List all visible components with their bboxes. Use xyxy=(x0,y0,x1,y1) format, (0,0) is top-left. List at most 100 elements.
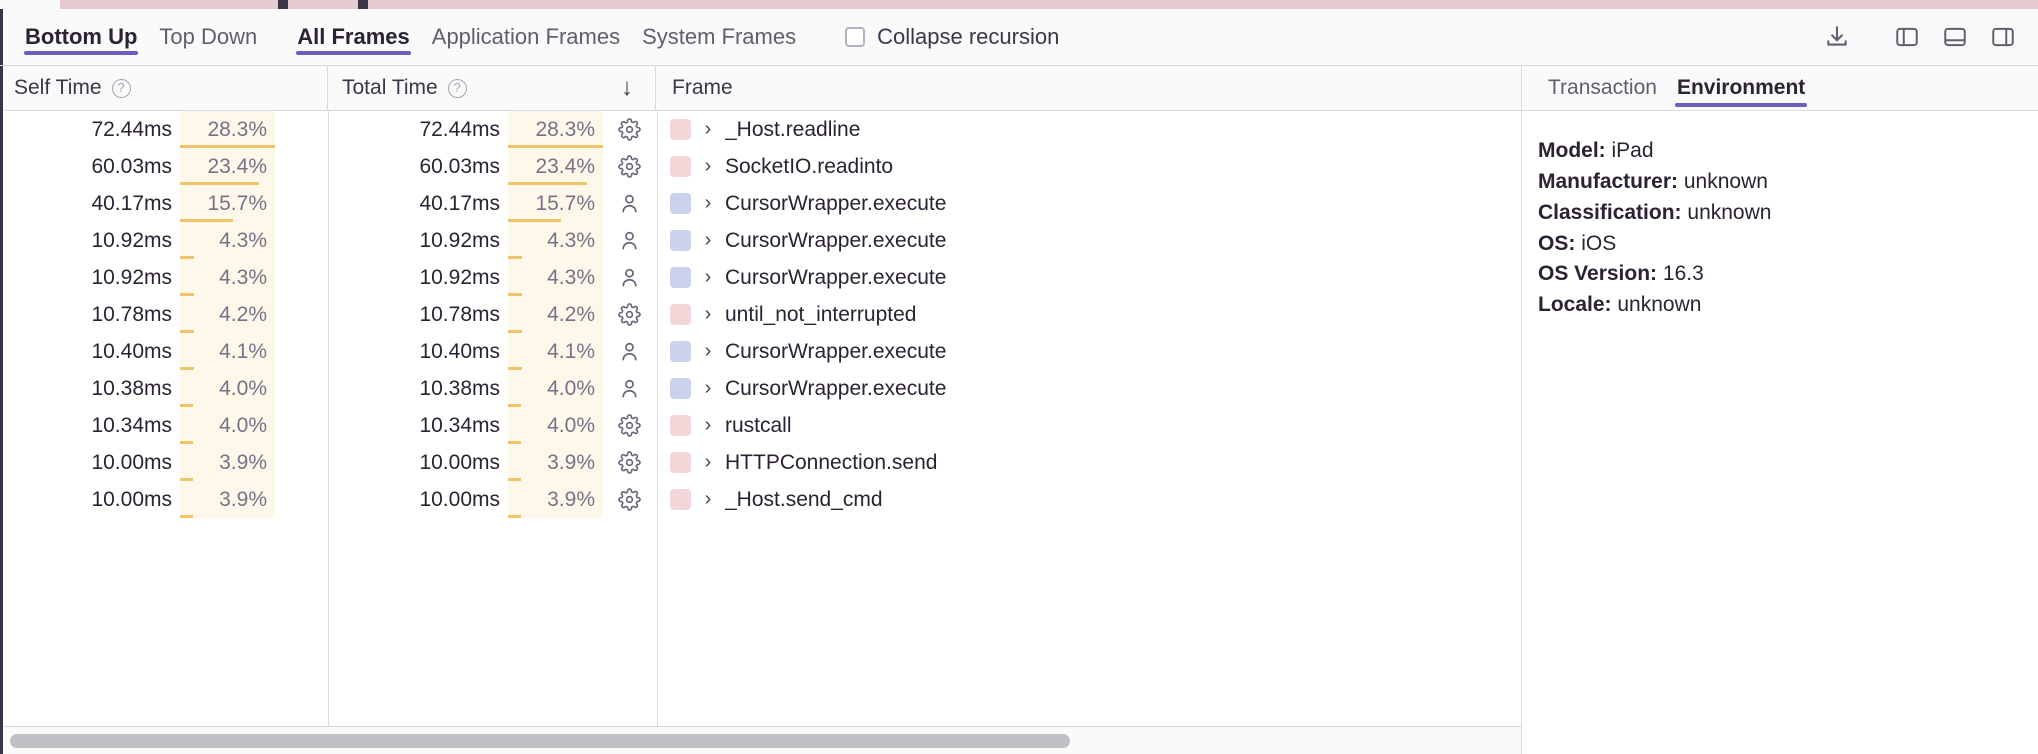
total-time-percent: 4.3% xyxy=(508,222,603,259)
frame-cell[interactable]: › CursorWrapper.execute xyxy=(656,333,1521,370)
frame-name: CursorWrapper.execute xyxy=(725,376,947,400)
tab-bottom-up[interactable]: Bottom Up xyxy=(14,9,148,65)
environment-field: Classification: unknown xyxy=(1538,198,2038,229)
flamegraph-strip[interactable] xyxy=(0,0,2038,9)
person-icon[interactable] xyxy=(603,185,656,222)
self-time-percent: 4.0% xyxy=(180,407,275,444)
tab-system-frames[interactable]: System Frames xyxy=(631,9,807,65)
left-accent-rule xyxy=(0,9,3,65)
tab-environment[interactable]: Environment xyxy=(1667,66,1815,110)
expand-chevron-icon[interactable]: › xyxy=(704,192,712,214)
person-icon[interactable] xyxy=(603,259,656,296)
total-time-value: 10.92ms xyxy=(419,265,500,289)
total-percent-bar xyxy=(508,441,521,444)
self-time-percent: 3.9% xyxy=(180,444,275,481)
expand-chevron-icon[interactable]: › xyxy=(704,340,712,362)
tab-application-frames[interactable]: Application Frames xyxy=(421,9,631,65)
self-time-percent: 4.1% xyxy=(180,333,275,370)
layout-bottom-panel-icon[interactable] xyxy=(1936,18,1974,56)
table-header-row: Self Time ? Total Time ? ↓ Frame xyxy=(0,66,1521,111)
help-icon[interactable]: ? xyxy=(447,78,467,98)
self-time-value: 10.78ms xyxy=(91,302,172,326)
expand-chevron-icon[interactable]: › xyxy=(704,266,712,288)
expand-chevron-icon[interactable]: › xyxy=(704,451,712,473)
layout-left-sidebar-icon[interactable] xyxy=(1888,18,1926,56)
self-time-percent: 15.7% xyxy=(180,185,275,222)
help-icon[interactable]: ? xyxy=(111,78,131,98)
gear-icon[interactable] xyxy=(603,296,656,333)
frame-color-swatch xyxy=(670,230,691,251)
gear-icon[interactable] xyxy=(603,148,656,185)
person-icon[interactable] xyxy=(603,333,656,370)
layout-right-sidebar-icon[interactable] xyxy=(1984,18,2022,56)
download-icon[interactable] xyxy=(1818,18,1856,56)
frame-cell[interactable]: ›CursorWrapper.execute xyxy=(656,185,1521,222)
frame-name: CursorWrapper.execute xyxy=(725,339,947,363)
frame-cell[interactable]: › CursorWrapper.execute xyxy=(656,222,1521,259)
collapse-recursion-toggle[interactable]: Collapse recursion xyxy=(839,9,1065,65)
toolbar-spacer xyxy=(1065,9,1818,65)
gear-icon[interactable] xyxy=(603,111,656,148)
person-icon[interactable] xyxy=(603,370,656,407)
gear-icon[interactable] xyxy=(603,481,656,518)
frame-color-swatch xyxy=(670,193,691,214)
self-column-spacer xyxy=(275,481,328,518)
frame-cell[interactable]: ›_Host.readline xyxy=(656,111,1521,148)
frame-cell[interactable]: ›HTTPConnection.send xyxy=(656,444,1521,481)
column-header-frame[interactable]: Frame xyxy=(656,66,1521,110)
self-column-spacer xyxy=(275,222,328,259)
expand-chevron-icon[interactable]: › xyxy=(704,229,712,251)
horizontal-scrollbar[interactable] xyxy=(0,726,1521,754)
tab-transaction[interactable]: Transaction xyxy=(1538,66,1667,110)
frame-cell[interactable]: › SocketIO.readinto xyxy=(656,148,1521,185)
gear-icon[interactable] xyxy=(603,444,656,481)
self-percent-bar xyxy=(180,367,194,370)
frame-cell[interactable]: ›rustcall xyxy=(656,407,1521,444)
column-header-total-time[interactable]: Total Time ? ↓ xyxy=(328,66,656,110)
scrollbar-thumb[interactable] xyxy=(10,733,1070,748)
frame-color-swatch xyxy=(670,378,691,399)
expand-chevron-icon[interactable]: › xyxy=(704,303,712,325)
frame-name: CursorWrapper.execute xyxy=(725,228,947,252)
scrollbar-track[interactable] xyxy=(6,733,1515,748)
tab-top-down[interactable]: Top Down xyxy=(148,9,268,65)
total-time-percent: 4.0% xyxy=(508,370,603,407)
expand-chevron-icon[interactable]: › xyxy=(704,488,712,510)
total-time-percent: 3.9% xyxy=(508,481,603,518)
self-percent-bar xyxy=(180,182,259,185)
tab-all-frames[interactable]: All Frames xyxy=(286,9,421,65)
frame-cell[interactable]: ›CursorWrapper.execute xyxy=(656,259,1521,296)
expand-chevron-icon[interactable]: › xyxy=(704,155,712,177)
expand-chevron-icon[interactable]: › xyxy=(704,377,712,399)
expand-chevron-icon[interactable]: › xyxy=(704,414,712,436)
collapse-recursion-checkbox[interactable] xyxy=(845,27,866,47)
self-time-percent: 4.3% xyxy=(180,259,275,296)
person-icon[interactable] xyxy=(603,222,656,259)
frame-name: SocketIO.readinto xyxy=(725,154,894,178)
self-time-value: 10.92ms xyxy=(91,228,172,252)
self-column-spacer xyxy=(275,296,328,333)
environment-field-value: iOS xyxy=(1581,231,1617,255)
frame-cell[interactable]: ›until_not_interrupted xyxy=(656,296,1521,333)
sort-descending-icon[interactable]: ↓ xyxy=(621,74,633,101)
frame-cell[interactable]: › CursorWrapper.execute xyxy=(656,370,1521,407)
frame-cell[interactable]: ›_Host.send_cmd xyxy=(656,481,1521,518)
environment-field: Model: iPad xyxy=(1538,136,2038,167)
gear-icon[interactable] xyxy=(603,407,656,444)
column-header-self-time[interactable]: Self Time ? xyxy=(0,66,328,110)
expand-chevron-icon[interactable]: › xyxy=(704,118,712,140)
